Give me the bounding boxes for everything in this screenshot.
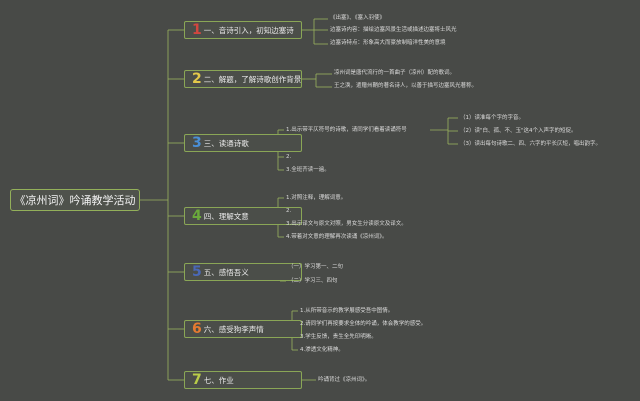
- section-number: 3: [192, 135, 202, 151]
- detail-text: 1.从所带音示的教学展感受吾中图情。: [300, 308, 394, 314]
- section-number: 1: [192, 22, 202, 38]
- section-4-node[interactable]: 4 四、理解文意: [184, 207, 302, 225]
- section-7-node[interactable]: 7 七、作业: [184, 371, 302, 389]
- detail-text: 王之涣，遣赠州鞘的著名诗人，以善于描写边塞风光著称。: [334, 83, 478, 89]
- section-label: 七、作业: [203, 375, 234, 385]
- section-1-node[interactable]: 1 一、音诗引入，初知边塞诗: [184, 21, 302, 39]
- detail-text: 1.出示带平仄符号的诗歌，请同学们看着读诵符号: [286, 127, 407, 133]
- section-label: 二、解题，了解诗歌创作背景: [203, 74, 302, 84]
- detail-text: 4.渗透文化精神。: [300, 347, 344, 353]
- detail-text: 边塞诗内容：描绘边塞风景生活或描述边塞将士风光: [330, 27, 457, 33]
- detail-text: 3.出示译文与原文对照，男女生分读原文及译文。: [286, 221, 407, 227]
- section-label: 一、音诗引入，初知边塞诗: [203, 25, 294, 35]
- detail-text: 凉州词是唐代流行的一首曲子（凉州）配的歌词。: [334, 70, 456, 76]
- section-label: 五、感悟吾义: [203, 267, 249, 277]
- section-label: 六、感受狗李声情: [203, 324, 264, 334]
- detail-text: （二）学习三、四句: [288, 278, 338, 284]
- detail-text: 2.: [286, 154, 292, 160]
- section-number: 6: [192, 321, 202, 337]
- detail-text: 2.请同学们再按要求全体的吟诵，体会教学的感受。: [300, 321, 427, 327]
- section-label: 三、读通诗歌: [203, 138, 249, 148]
- section-number: 2: [192, 71, 202, 87]
- detail-text: 3.全班齐读一遍。: [286, 167, 330, 173]
- detail-text: 2.: [286, 208, 292, 214]
- detail-text: 边塞诗特点：形象高大而豪放制暗洋性美的意境: [330, 40, 446, 46]
- detail-text: 3.学生反馈，贵生全先印明晰。: [300, 334, 377, 340]
- section-label: 四、理解文意: [203, 211, 249, 221]
- section-number: 5: [192, 264, 202, 280]
- detail-text: 吟诵背过《凉州词》。: [318, 377, 371, 383]
- detail-text: （一）学习第一、二句: [288, 264, 344, 270]
- section-6-node[interactable]: 6 六、感受狗李声情: [184, 320, 302, 338]
- detail-subtext: （2）读"白、孤、不、玉"这4个入声字的短促。: [460, 128, 577, 134]
- detail-subtext: （3）读出每句诗歌二、四、六字的平长仄短，唱出韵字。: [460, 141, 602, 147]
- root-topic[interactable]: 《凉州词》吟诵教学活动: [10, 189, 140, 211]
- detail-text: 《出塞》、《塞入羽使》: [330, 15, 386, 21]
- section-2-node[interactable]: 2 二、解题，了解诗歌创作背景: [184, 70, 302, 88]
- section-5-node[interactable]: 5 五、感悟吾义: [184, 263, 302, 281]
- detail-text: 4.带着对文意的理解再次读诵《凉州词》。: [286, 234, 388, 240]
- section-number: 4: [192, 208, 202, 224]
- detail-text: 1.对照注释，理解词意。: [286, 195, 347, 201]
- section-3-node[interactable]: 3 三、读通诗歌: [184, 134, 302, 152]
- section-number: 7: [192, 372, 202, 388]
- detail-subtext: （1）读准每个字的字音。: [460, 115, 525, 121]
